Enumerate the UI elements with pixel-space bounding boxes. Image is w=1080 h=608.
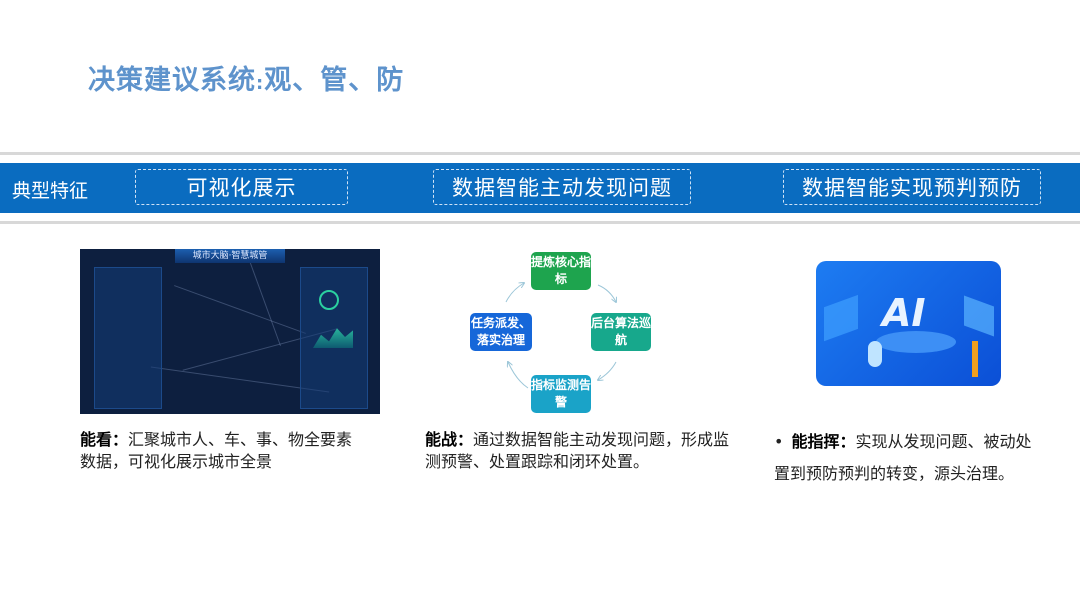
band-label: 典型特征 — [12, 180, 89, 202]
divider-bottom — [0, 221, 1080, 224]
cycle-step-dispatch: 任务派发、落实治理 — [470, 313, 532, 351]
description-see: 能看：汇聚城市人、车、事、物全要素数据，可视化展示城市全景 — [80, 430, 353, 471]
slide-title: 决策建议系统:观、管、防 — [88, 58, 404, 97]
arrow-right-bottom — [598, 361, 617, 380]
title-separator: : — [256, 73, 265, 94]
dashboard-screenshot: 城市大脑·智慧城管 — [80, 249, 380, 414]
feature-box-prediction: 数据智能实现预判预防 — [783, 169, 1041, 205]
ai-label: AI — [882, 291, 926, 335]
cycle-step-core-metrics: 提炼核心指标 — [531, 252, 591, 290]
robot-icon — [868, 341, 882, 367]
feature-box-discovery: 数据智能主动发现问题 — [433, 169, 691, 205]
title-sub: 观、管、防 — [264, 65, 405, 96]
arrow-bottom-left — [508, 362, 529, 389]
person-icon — [972, 341, 978, 377]
arrow-left-top — [505, 283, 524, 303]
feature-box-visualization: 可视化展示 — [135, 169, 348, 205]
arrow-top-right — [597, 284, 616, 302]
description-fight: 能战：通过数据智能主动发现问题，形成监测预警、处置跟踪和闭环处置。 — [425, 430, 730, 471]
ai-illustration: AI — [816, 261, 1001, 386]
dashboard-right-panel — [300, 267, 368, 409]
divider-top — [0, 152, 1080, 155]
description-command: •能指挥：实现从发现问题、被动处置到预防预判的转变，源头治理。 — [774, 432, 1032, 483]
title-main: 决策建议系统 — [88, 65, 256, 96]
cycle-step-algorithm-patrol: 后台算法巡航 — [591, 313, 651, 351]
cycle-arrows — [505, 240, 680, 389]
dashboard-title: 城市大脑·智慧城管 — [175, 249, 285, 263]
dashboard-left-panel — [94, 267, 162, 409]
cycle-step-monitor-alert: 指标监测告警 — [531, 375, 591, 413]
